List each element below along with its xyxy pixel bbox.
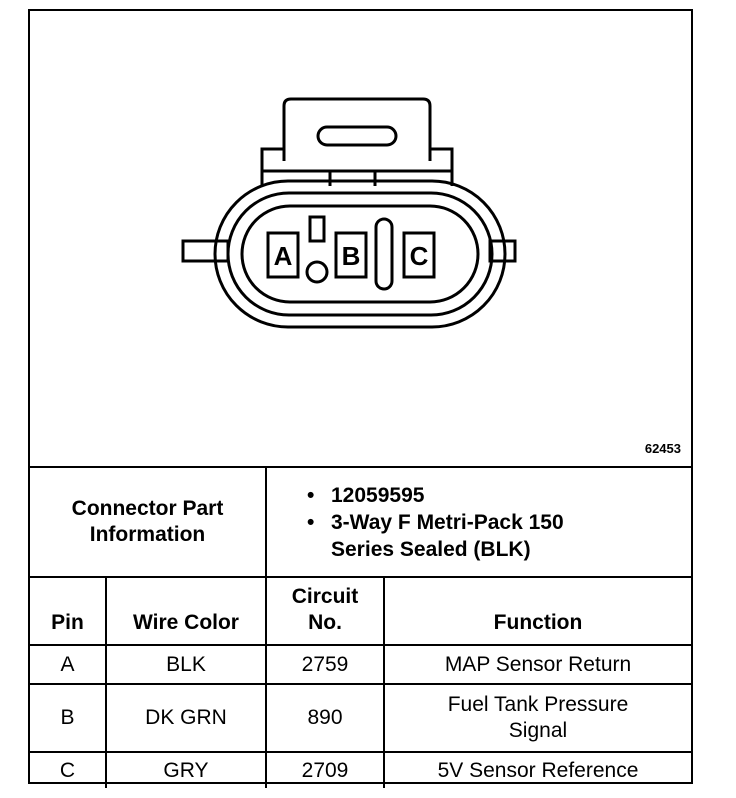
row-c-circuit: 2709	[265, 751, 385, 788]
part-number: 12059595	[307, 482, 691, 509]
part-info-label-line1: Connector Part	[71, 497, 224, 520]
row-a-circuit: 2759	[265, 644, 385, 685]
row-a-pin: A	[30, 644, 107, 685]
header-circuit-line1: Circuit	[291, 585, 359, 608]
divider-slot	[374, 217, 394, 291]
connector-body-inner	[240, 204, 480, 304]
row-c-pin: C	[30, 751, 107, 788]
row-a-wire-color: BLK	[105, 644, 267, 685]
left-ear	[181, 239, 230, 263]
table-row: A BLK 2759 MAP Sensor Return	[30, 644, 691, 685]
header-wire-color: Wire Color	[105, 576, 267, 646]
pin-label-c: C	[410, 241, 429, 271]
polarization-key	[308, 215, 326, 243]
connector-table: Connector Part Information 12059595 3-Wa…	[30, 466, 691, 788]
cavity-b	[334, 231, 368, 279]
part-info-label: Connector Part Information	[30, 466, 267, 578]
row-b-pin: B	[30, 683, 107, 753]
pin-label-b: B	[342, 241, 361, 271]
row-c-function: 5V Sensor Reference	[383, 751, 691, 788]
connector-body-middle	[226, 191, 494, 317]
table-row: B DK GRN 890 Fuel Tank Pressure Signal	[30, 683, 691, 753]
part-info-details: 12059595 3-Way F Metri-Pack 150 Series S…	[265, 466, 691, 578]
connector-frame: A B C 62453 Connector Part Information 1…	[28, 9, 693, 788]
row-a-function: MAP Sensor Return	[383, 644, 691, 685]
row-b-function-line1: Fuel Tank Pressure	[447, 693, 629, 716]
part-info-row: Connector Part Information 12059595 3-Wa…	[30, 466, 691, 578]
row-b-function: Fuel Tank Pressure Signal	[383, 683, 691, 753]
header-function: Function	[383, 576, 691, 646]
connector-diagram: A B C 62453	[30, 11, 691, 466]
connector-drawing: A B C	[181, 97, 517, 329]
pin-label-a: A	[274, 241, 293, 271]
table-row: C GRY 2709 5V Sensor Reference	[30, 751, 691, 788]
row-c-wire-color: GRY	[105, 751, 267, 788]
header-circuit: Circuit No.	[265, 576, 385, 646]
tab-slot	[316, 125, 398, 147]
part-description-line1: 3-Way F Metri-Pack 150	[331, 510, 564, 534]
connector-shoulder	[260, 147, 454, 186]
right-ear	[488, 239, 517, 263]
cavity-c	[402, 231, 436, 279]
locator-hole	[305, 260, 329, 284]
header-pin: Pin	[30, 576, 107, 646]
header-row: Pin Wire Color Circuit No. Function	[30, 576, 691, 646]
part-description: 3-Way F Metri-Pack 150 Series Sealed (BL…	[307, 509, 691, 563]
drawing-id: 62453	[644, 441, 681, 456]
row-b-function-line2: Signal	[508, 719, 568, 742]
part-description-line2: Series Sealed (BLK)	[331, 537, 531, 561]
part-info-label-line2: Information	[89, 523, 206, 546]
row-b-wire-color: DK GRN	[105, 683, 267, 753]
header-circuit-line2: No.	[308, 611, 342, 634]
connector-body-outer	[213, 179, 507, 329]
locking-tab	[282, 97, 432, 161]
row-b-circuit: 890	[265, 683, 385, 753]
cavity-a	[266, 231, 300, 279]
